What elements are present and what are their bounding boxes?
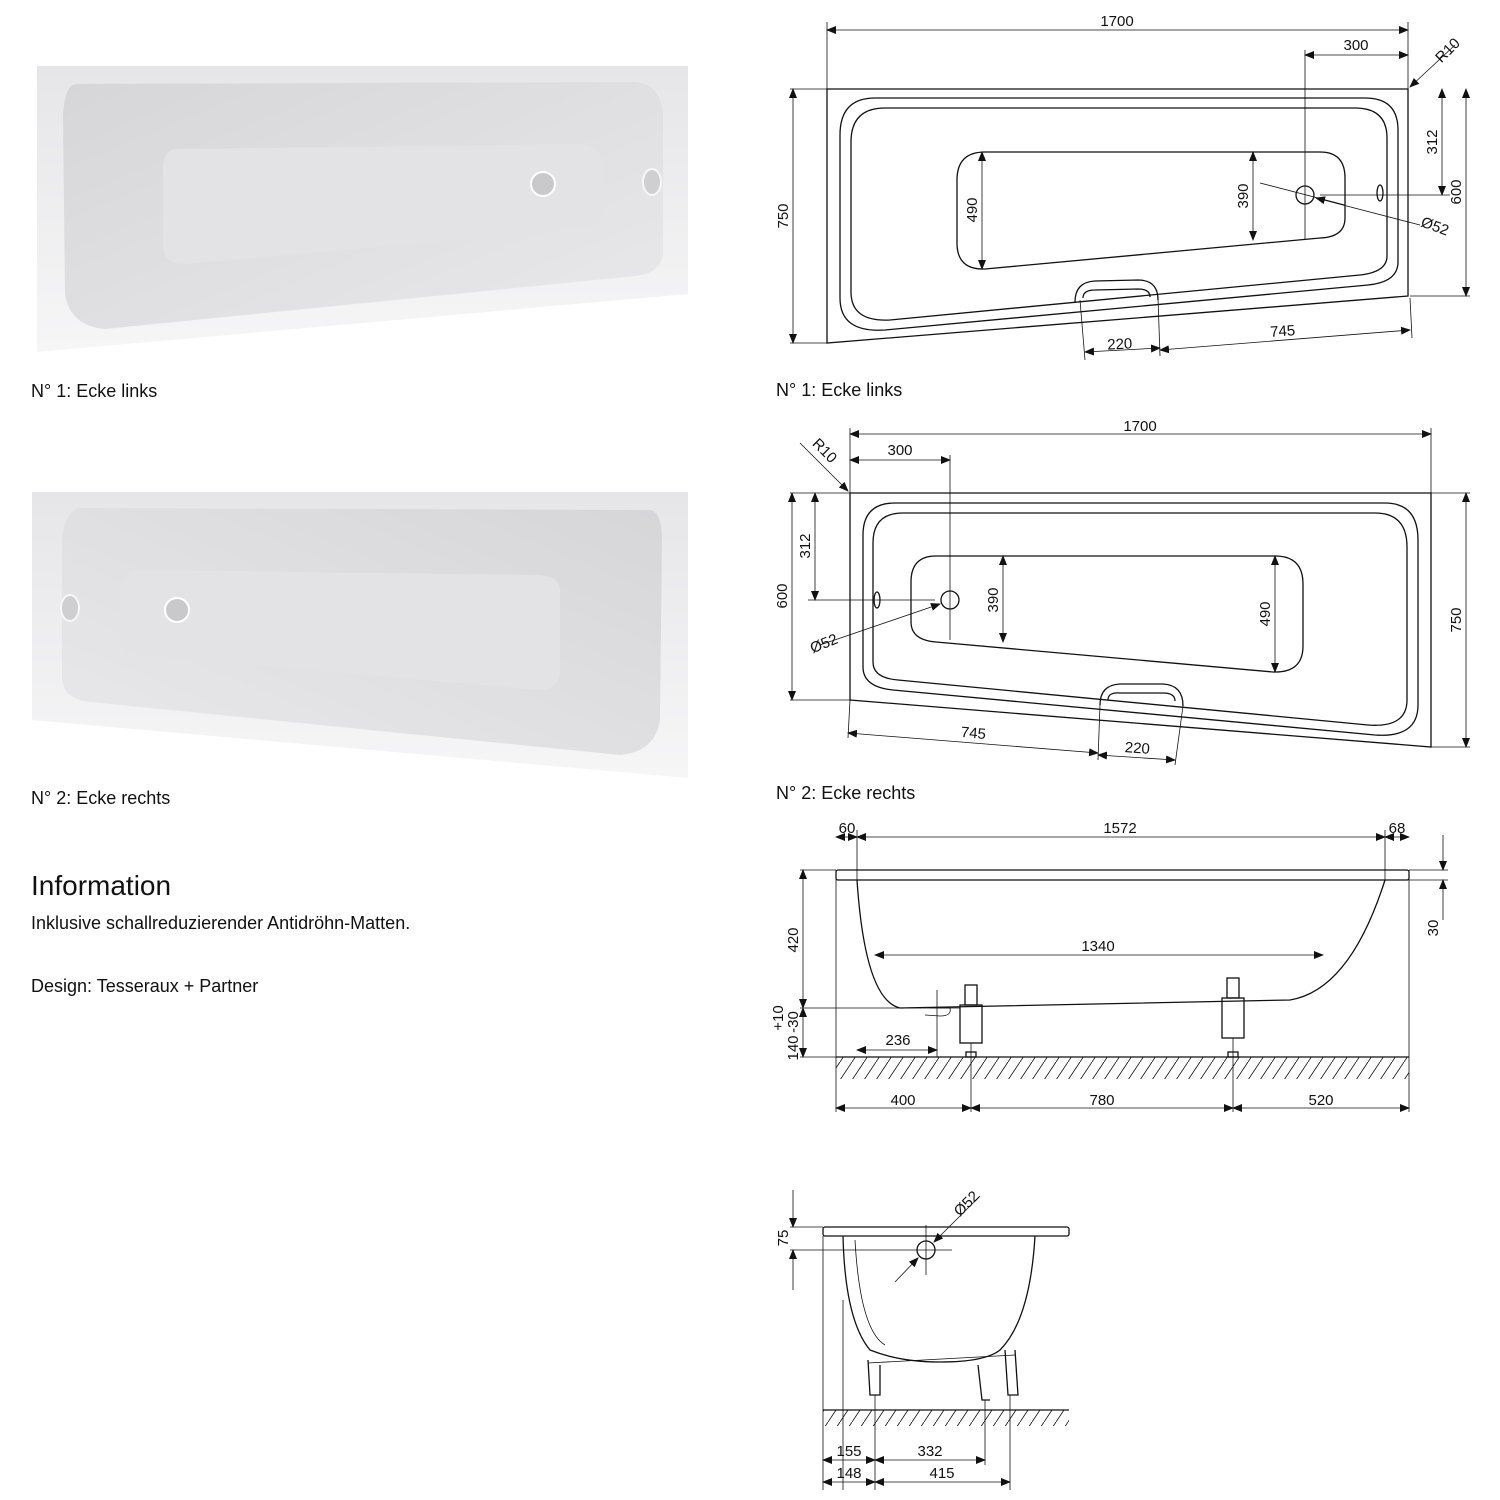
dimension-label: Ø52 [1419,214,1451,240]
dimension-label: 60 [839,820,856,837]
dimension-label: 400 [890,1092,915,1109]
dimension-label: 1340 [1081,938,1114,955]
dimension-label: 220 [1124,739,1150,758]
dimension-label: 1700 [1123,418,1156,435]
dimension-label: 332 [917,1443,942,1460]
dimension-label: 415 [929,1465,954,1482]
dimension-label: 600 [774,583,791,608]
top-view-left-corner: 1700 300 R10 750 312 600 490 390 Ø52 220… [775,13,1470,361]
design-credit: Design: Tesseraux + Partner [31,976,259,996]
dimension-label: 148 [836,1465,861,1482]
dimension-label: Ø52 [951,1188,983,1220]
dimension-label: 220 [1107,335,1133,353]
dimension-label: 390 [985,587,1002,612]
dimension-label: 780 [1089,1092,1114,1109]
dimension-label: Ø52 [808,631,841,657]
dimension-label: 390 [1235,183,1252,208]
dimension-label: 155 [836,1443,861,1460]
leg-right [1221,977,1245,1058]
dimension-label: 1572 [1103,820,1136,837]
dimension-label: 520 [1308,1092,1333,1109]
dim-1700: 1700 [1100,13,1133,30]
dimension-label: 745 [1270,322,1296,341]
dimension-label: 750 [775,203,792,228]
drawing-caption-right-corner: N° 2: Ecke rechts [776,783,916,803]
dimension-label: 75 [775,1230,792,1247]
caption-left-corner: N° 1: Ecke links [31,381,158,401]
info-text: Inklusive schallreduzierender Antidröhn-… [31,913,411,933]
dimension-label: 312 [1424,129,1441,154]
dimension-label: 750 [1448,607,1465,632]
dimension-label: 140 [785,1035,802,1060]
drawing-caption-left-corner: N° 1: Ecke links [776,380,903,400]
leg-left [959,984,983,1058]
dimension-label: 236 [885,1032,910,1049]
dimension-label: 68 [1389,820,1406,837]
dimension-label: -30 [785,1011,802,1033]
dimension-label: 600 [1448,179,1465,204]
bathtub-photo-right-corner [32,492,688,778]
top-view-right-corner: 1700 300 R10 312 600 Ø52 390 490 750 745… [774,418,1470,766]
bathtub-photo-left-corner [37,66,688,352]
caption-right-corner: N° 2: Ecke rechts [31,788,171,808]
dimension-label: 30 [1425,920,1442,937]
end-view: Ø52 75 155 332 148 415 [775,1188,1070,1490]
dimension-label: 490 [1257,601,1274,626]
dimension-label: +10 [770,1005,787,1030]
info-heading: Information [31,870,172,901]
dimension-label: 312 [797,533,814,558]
dimension-label: 745 [960,724,986,743]
side-view: 60 1572 68 420 1340 30 +10 -30 140 236 4… [770,820,1448,1112]
dimension-label: 490 [964,197,981,222]
dimension-label: 300 [1343,37,1368,54]
dimension-label: R10 [809,435,840,466]
dimension-label: 300 [887,442,912,459]
dimension-label: 420 [785,927,802,952]
